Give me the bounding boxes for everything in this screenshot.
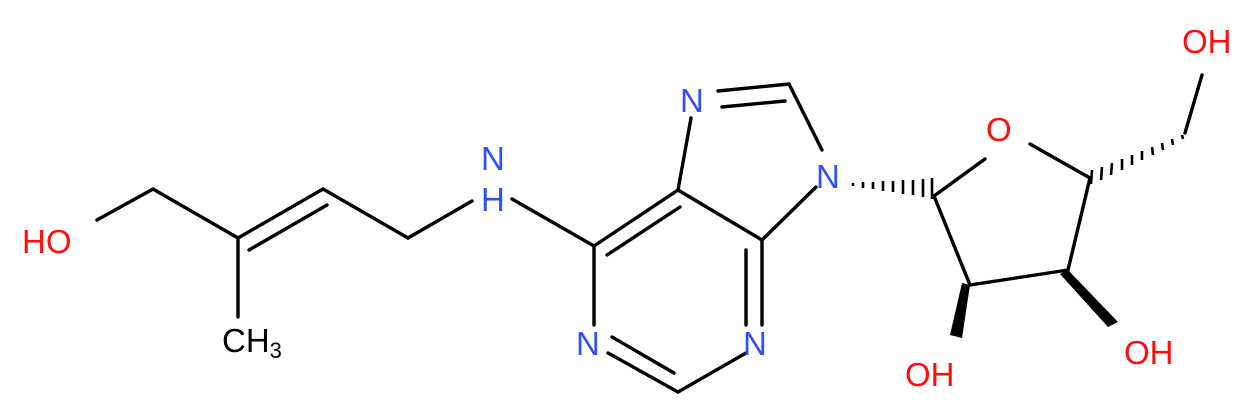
- atom-labels: HO CH3 N H N N N N O OH OH OH: [22, 23, 1232, 393]
- atom-label-oh-2: OH: [905, 356, 955, 393]
- bond-n7-c8: [716, 82, 791, 93]
- ch3-main: CH: [222, 322, 270, 359]
- bond-n9-c4: [760, 185, 818, 242]
- bonds: [95, 73, 1204, 394]
- atom-label-nh-h: H: [481, 181, 505, 218]
- atom-label-ch3: CH3: [222, 322, 282, 363]
- bond-c3-c2-double: [236, 187, 325, 240]
- wedge-bond-c3p-oh: [1060, 270, 1118, 327]
- atom-label-o-ring: O: [986, 111, 1012, 148]
- bond-c1-nh: [406, 199, 474, 240]
- bond-c1p-c2p: [932, 194, 972, 287]
- bond-c3p-c4p: [1066, 176, 1092, 272]
- atom-label-oh-top: OH: [1182, 23, 1232, 60]
- bond-c1p-o4p: [932, 157, 987, 198]
- bond-c2-c1: [321, 187, 410, 240]
- bond-ho-ch2: [95, 187, 155, 222]
- bond-n1-c2: [606, 351, 680, 394]
- hash-bond-c1p-n9: [851, 178, 934, 199]
- wedge-bond-c2p-oh: [950, 283, 970, 338]
- hash-bond-c4p-c5p: [1089, 134, 1185, 185]
- bond-c5-n7: [676, 116, 693, 192]
- atom-label-ho-left: HO: [22, 223, 72, 260]
- atom-label-n9: N: [816, 158, 840, 195]
- bond-n1-c2-inner: [610, 335, 676, 375]
- bond-o4p-c4p: [1028, 142, 1092, 180]
- bond-nh-c6: [510, 197, 596, 248]
- bond-c6-c5-inner: [605, 205, 682, 257]
- bond-c2p-c3p: [968, 268, 1070, 287]
- ch3-subscript: 3: [270, 338, 282, 363]
- bond-n7-c8-inner: [720, 99, 787, 109]
- bond-c8-n9: [787, 82, 824, 152]
- bond-c3-c2-double-inner: [247, 203, 329, 252]
- atom-label-n1: N: [576, 325, 600, 362]
- bond-c6-c5: [592, 188, 680, 248]
- atom-label-n3: N: [743, 325, 767, 362]
- stereo-bonds: [851, 134, 1185, 338]
- atom-label-n7: N: [680, 82, 704, 119]
- bond-c4-c5: [676, 188, 764, 242]
- atom-label-oh-3: OH: [1124, 334, 1174, 371]
- atom-label-nh-n: N: [481, 140, 505, 177]
- bond-c5p-oh: [1183, 73, 1204, 135]
- bond-c2-n3: [676, 351, 748, 394]
- bond-ch2-c3: [151, 187, 240, 240]
